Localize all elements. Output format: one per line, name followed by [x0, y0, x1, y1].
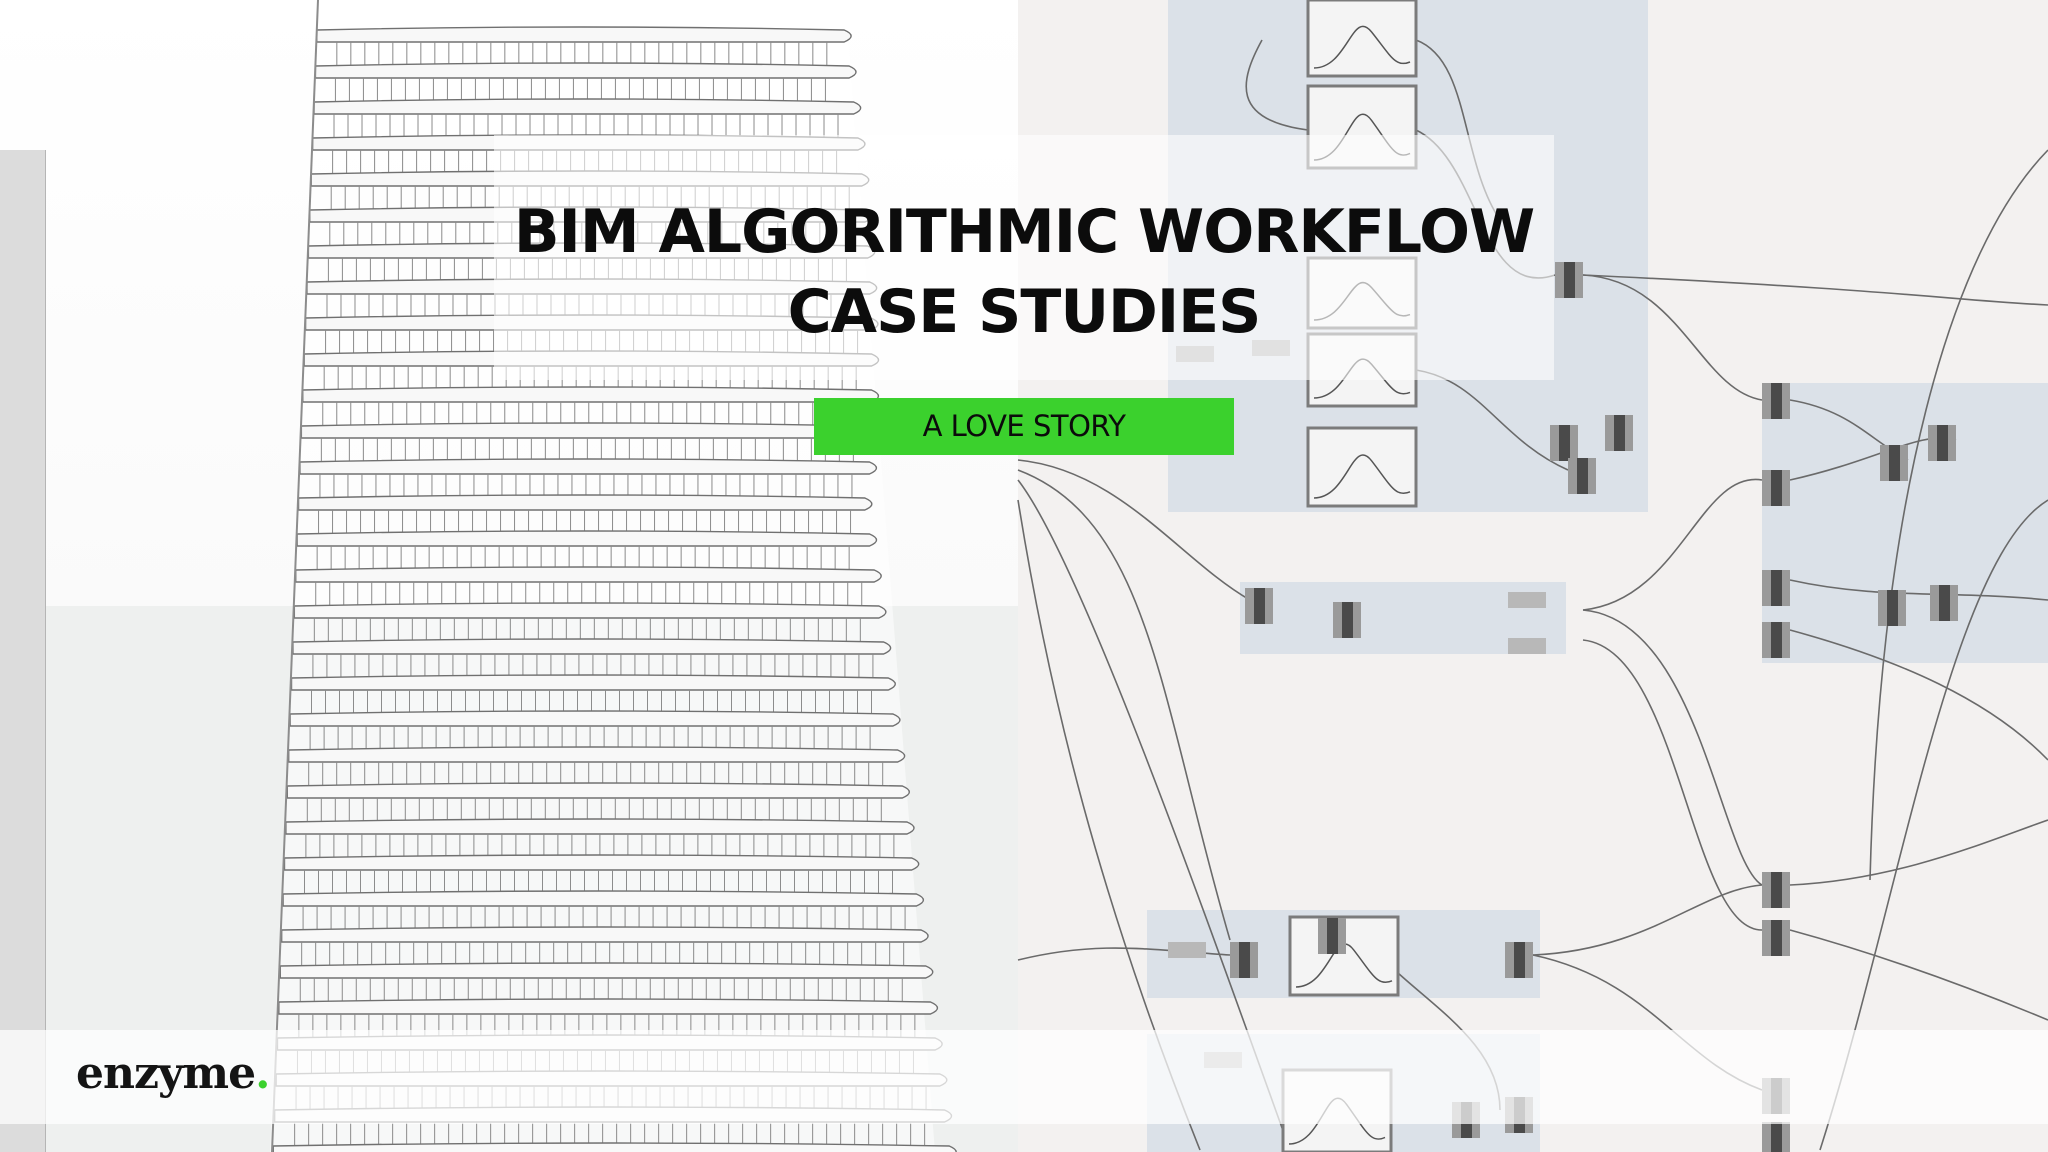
wire [1532, 884, 1763, 956]
tower-floor-slab [288, 746, 906, 763]
tower-floor-slab [302, 386, 880, 403]
tower-floor-slab [314, 62, 857, 79]
component-node-core [1254, 588, 1265, 624]
wire [1582, 609, 1763, 886]
slider-node [1508, 592, 1546, 608]
tower-floor-slab [278, 998, 939, 1015]
component-node-core [1514, 942, 1525, 978]
tower-floor-slab [316, 26, 852, 43]
wire [1582, 274, 2048, 306]
tower-floor-slab [290, 674, 896, 691]
wire [1017, 469, 1231, 941]
component-node-core [1771, 872, 1782, 908]
tower-floor-slab [313, 98, 862, 115]
component-node-core [1239, 942, 1250, 978]
component-node-core [1889, 445, 1900, 481]
tower-floor-slab [299, 458, 878, 475]
tower-floor-slab [285, 818, 915, 835]
slider-node [1508, 638, 1546, 654]
wire [1582, 478, 1763, 611]
tower-floor-slab [289, 710, 901, 727]
footer-band [0, 1030, 2048, 1124]
wire [1017, 459, 1251, 601]
tower-floor-slab [272, 1142, 957, 1152]
brand-dot: . [255, 1048, 270, 1099]
title-panel [494, 135, 1554, 380]
component-node-core [1939, 585, 1950, 621]
tower-floor-slab [295, 566, 882, 583]
brand-logo: enzyme. [76, 1044, 270, 1104]
component-node-core [1327, 918, 1338, 954]
component-node-core [1771, 622, 1782, 658]
component-node-core [1342, 602, 1353, 638]
component-node-core [1559, 425, 1570, 461]
component-node-core [1614, 415, 1625, 451]
tower-floor-slab [293, 602, 887, 619]
wire [1582, 274, 1763, 401]
tower-floor-slab [282, 890, 925, 907]
graph-node [1306, 426, 1418, 508]
wire [1869, 149, 2048, 881]
title-line-2: CASE STUDIES [787, 277, 1262, 347]
tower-floor-slab [297, 494, 873, 511]
component-node-core [1937, 425, 1948, 461]
component-node-core [1771, 1122, 1782, 1152]
tower-floor-slab [283, 854, 920, 871]
graph-node [1306, 0, 1418, 78]
component-node-core [1564, 262, 1575, 298]
tower-edge [271, 0, 319, 1152]
tower-floor-slab [280, 926, 929, 943]
wire [1789, 629, 2048, 761]
tower-floor-slab [286, 782, 911, 799]
slide-title: BIM ALGORITHMIC WORKFLOW CASE STUDIES [300, 192, 1748, 352]
brand-name: enzyme [76, 1048, 256, 1099]
wire [1582, 639, 1763, 931]
graph-curve [1313, 454, 1411, 499]
subtitle-badge: A LOVE STORY [814, 398, 1234, 455]
tower-floor-slab [279, 962, 934, 979]
graph-curve [1295, 943, 1393, 988]
side-building [0, 150, 46, 1152]
wire [1245, 39, 1309, 131]
tower-floor-slab [300, 422, 879, 439]
tower-floor-slab [292, 638, 892, 655]
tower-floor-slab [296, 530, 878, 547]
component-node-core [1771, 570, 1782, 606]
component-node-core [1577, 458, 1588, 494]
component-node-core [1771, 920, 1782, 956]
component-node-core [1771, 383, 1782, 419]
wire [1789, 579, 2048, 601]
component-node-core [1887, 590, 1898, 626]
wire [1789, 929, 2048, 1021]
title-line-1: BIM ALGORITHMIC WORKFLOW [513, 197, 1535, 267]
slider-node [1168, 942, 1206, 958]
graph-curve [1313, 25, 1411, 69]
wire [1789, 819, 2048, 886]
component-node-core [1771, 470, 1782, 506]
